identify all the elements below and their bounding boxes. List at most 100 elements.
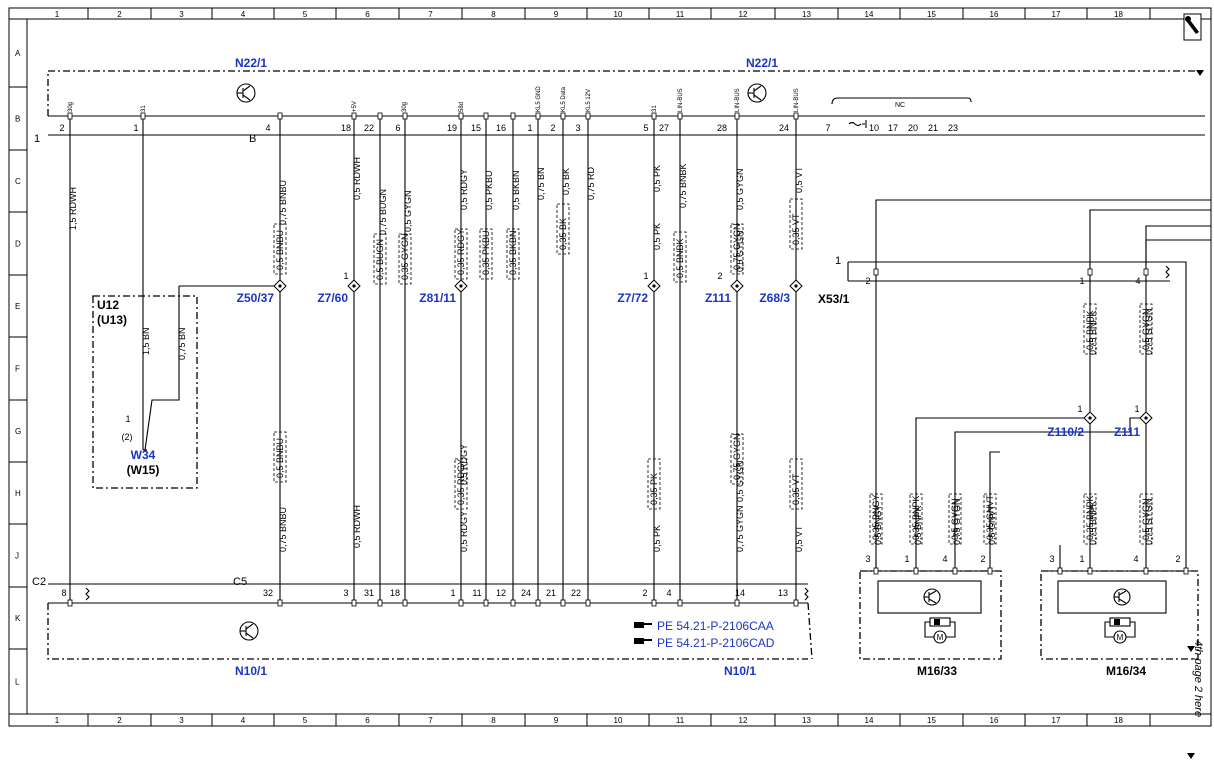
n10-label-left: N10/1 bbox=[235, 664, 267, 678]
grid-col-label: 12 bbox=[739, 716, 748, 725]
grid-col-label: 17 bbox=[1052, 716, 1061, 725]
grid-col-label: 5 bbox=[303, 10, 308, 19]
wire-label: 0,75 BN bbox=[177, 327, 187, 360]
grid-row-label: C bbox=[15, 177, 21, 186]
splice-label: Z50/37 bbox=[237, 291, 275, 305]
grid-col-label: 2 bbox=[117, 10, 122, 19]
grid-row-label: L bbox=[15, 678, 20, 687]
grid-col-label: 16 bbox=[990, 716, 999, 725]
wire-label: 0,5 BK bbox=[561, 168, 571, 195]
wire bbox=[1170, 261, 1187, 571]
pin-marker bbox=[483, 599, 489, 607]
wire-label: 0,5 BUGN bbox=[375, 239, 385, 280]
grid-col-label: 3 bbox=[179, 10, 184, 19]
sleeve-box bbox=[730, 223, 744, 275]
pin-label: 6 bbox=[395, 123, 400, 133]
pin-marker bbox=[277, 599, 283, 607]
wire-label: 0,75 RD bbox=[586, 166, 596, 200]
pin-label: 2 bbox=[59, 123, 64, 133]
transistor-icon bbox=[747, 83, 767, 103]
grid-row-label: H bbox=[15, 489, 21, 498]
splice-dot bbox=[1088, 416, 1092, 420]
splice-dot bbox=[278, 284, 282, 288]
pin-label: 31 bbox=[364, 588, 374, 598]
sleeve-box bbox=[454, 458, 468, 510]
wire-label: 0,35 BNPK bbox=[1085, 495, 1095, 540]
pin-function-label: KL5 12V bbox=[586, 89, 592, 112]
pin-function-label: 31 bbox=[141, 105, 147, 112]
conn-1-label: 1 bbox=[34, 133, 40, 145]
wire-set bbox=[69, 116, 1211, 603]
grid-col-label: 7 bbox=[428, 716, 433, 725]
wire-label: 0,75 GYGN bbox=[1144, 498, 1154, 545]
pin-label: 4 bbox=[942, 554, 947, 564]
pin-label: 1 bbox=[1077, 404, 1082, 414]
pin-marker bbox=[535, 112, 541, 120]
wire bbox=[1145, 239, 1211, 262]
pin-function-label: 31 bbox=[652, 105, 658, 112]
wire-label: 0,5 GYGN bbox=[403, 190, 413, 232]
m1634-box bbox=[1040, 570, 1199, 660]
pin-marker bbox=[677, 599, 683, 607]
pin-marker bbox=[1087, 567, 1093, 575]
ref-link-1[interactable]: PE 54.21-P-2106CAA bbox=[657, 619, 774, 633]
wire-label: 0,35 RDGY bbox=[456, 229, 466, 275]
pin-marker bbox=[510, 599, 516, 607]
ref-link-2[interactable]: PE 54.21-P-2106CAD bbox=[657, 636, 775, 650]
splice-label: Z81/11 bbox=[419, 291, 456, 305]
splice-label: Z111 bbox=[705, 291, 731, 305]
pin-marker bbox=[377, 599, 383, 607]
pin-label: 4 bbox=[666, 588, 671, 598]
wire-label: 0,35 BNPK bbox=[911, 495, 921, 540]
wire-label: 0,35 BNGY bbox=[871, 494, 881, 540]
splice-dot bbox=[735, 284, 739, 288]
corner-tool-icon[interactable] bbox=[1183, 13, 1202, 41]
pin-function-label: KL5 Data bbox=[561, 86, 567, 112]
wire-label: 0,35 VT bbox=[791, 473, 801, 505]
grid-row-label: D bbox=[15, 240, 21, 249]
grid-col-label: 1 bbox=[55, 716, 60, 725]
sleeve-box bbox=[373, 233, 387, 285]
pin-marker bbox=[1183, 567, 1189, 575]
sleeve-box bbox=[983, 493, 997, 545]
page-note[interactable]: 4th page 2 here bbox=[1192, 640, 1204, 717]
wire-label: 0,75 GYGN bbox=[952, 498, 962, 545]
splice-dot bbox=[459, 284, 463, 288]
m1633-label: M16/33 bbox=[917, 664, 957, 678]
m1634-module bbox=[1057, 580, 1167, 614]
wire-label: 0,5 GYGN bbox=[735, 460, 745, 502]
wire-label: 0,35 BK bbox=[558, 218, 568, 250]
sleeve-box bbox=[273, 431, 287, 483]
sleeve-box bbox=[506, 228, 520, 280]
pin-label: 27 bbox=[659, 123, 669, 133]
sleeve-box bbox=[869, 493, 883, 545]
wire-label: 0,75 BNBU bbox=[278, 507, 288, 552]
wire-label: 0,35 VT bbox=[791, 213, 801, 245]
wire-label: 0,5 GYGN bbox=[1141, 498, 1151, 540]
pin-label: 18 bbox=[390, 588, 400, 598]
pin-label: 2 bbox=[717, 271, 722, 281]
grid-col-label: 10 bbox=[614, 10, 623, 19]
svg-text:M: M bbox=[937, 633, 944, 642]
grid-col-label: 6 bbox=[365, 716, 370, 725]
wire-label: 0,75 GYGN bbox=[732, 223, 742, 270]
grid-col-label: 14 bbox=[865, 10, 874, 19]
grid-col-label: 10 bbox=[614, 716, 623, 725]
c5-label: C5 bbox=[233, 576, 247, 588]
pin-marker bbox=[458, 112, 464, 120]
wire-label: 0,5 PKBU bbox=[484, 170, 494, 210]
x53-pin-label: 1 bbox=[835, 255, 841, 267]
grid-col-label: 14 bbox=[865, 716, 874, 725]
grid-col-label: 17 bbox=[1052, 10, 1061, 19]
wire-label: 0,35 PKBU bbox=[481, 230, 491, 275]
pin-function-label: 58d bbox=[459, 102, 465, 112]
pin-marker bbox=[987, 567, 993, 575]
grid-row-label: J bbox=[15, 552, 19, 561]
pin-function-label: LIN-BUS bbox=[735, 88, 741, 112]
grid-col-label: 9 bbox=[554, 10, 559, 19]
pin-marker bbox=[560, 112, 566, 120]
n22-label-right: N22/1 bbox=[746, 56, 778, 70]
